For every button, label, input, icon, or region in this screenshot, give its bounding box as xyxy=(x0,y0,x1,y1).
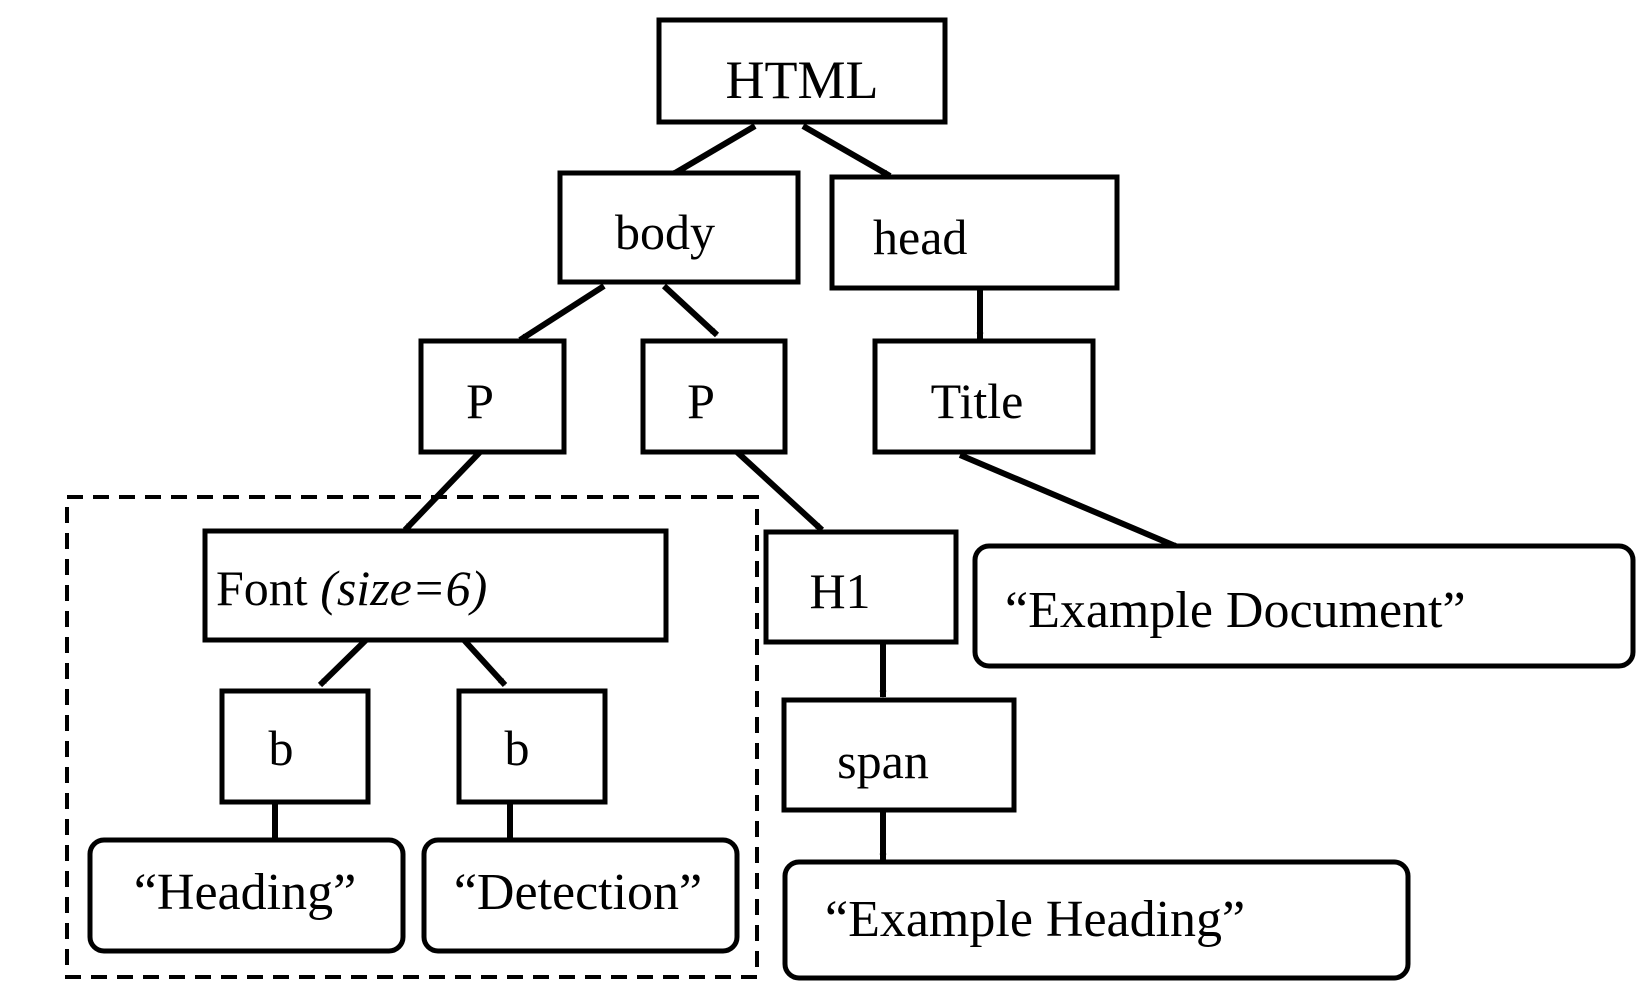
node-head: head xyxy=(829,174,1120,291)
edge-font-b2 xyxy=(461,637,508,688)
node-example-document: “Example Document” xyxy=(972,543,1636,669)
node-body: body xyxy=(557,170,801,285)
node-b-left-label: b xyxy=(269,720,294,776)
node-detection-text-label: “Detection” xyxy=(454,864,702,921)
edge-title-example-document xyxy=(958,452,1182,551)
node-font-label: Font (size=6) xyxy=(216,560,487,616)
node-font: Font (size=6) xyxy=(202,528,669,643)
edge-html-head xyxy=(801,123,892,179)
node-p-left-label: P xyxy=(466,373,494,429)
node-title: Title xyxy=(872,338,1096,455)
node-heading-text-label: “Heading” xyxy=(134,864,356,921)
node-title-label: Title xyxy=(931,373,1024,429)
node-html-label: HTML xyxy=(726,50,879,110)
node-example-document-label: “Example Document” xyxy=(1005,582,1466,639)
node-p-right: P xyxy=(640,338,788,455)
node-span-label: span xyxy=(837,733,929,789)
edge-p2-h1 xyxy=(734,449,825,533)
node-body-label: body xyxy=(615,204,715,260)
node-h1: H1 xyxy=(763,529,959,645)
node-html: HTML xyxy=(656,17,948,125)
edge-body-p1 xyxy=(518,283,606,343)
node-heading-text: “Heading” xyxy=(87,837,406,954)
node-p-left: P xyxy=(418,338,567,455)
node-b-right-label: b xyxy=(505,720,530,776)
node-h1-label: H1 xyxy=(809,563,870,619)
dashed-group-box xyxy=(65,495,759,979)
edge-p1-font xyxy=(402,449,483,533)
edge-html-body xyxy=(668,123,757,179)
node-font-tag: Font xyxy=(216,560,320,616)
node-b-right: b xyxy=(456,688,608,805)
node-font-attr: (size=6) xyxy=(320,560,487,616)
node-b-left: b xyxy=(219,688,371,805)
node-span: span xyxy=(781,697,1017,813)
edge-font-b1 xyxy=(317,637,369,688)
node-example-heading-label: “Example Heading” xyxy=(825,891,1245,948)
node-detection-text: “Detection” xyxy=(421,837,740,954)
node-p-right-label: P xyxy=(687,373,715,429)
node-example-heading: “Example Heading” xyxy=(782,859,1411,981)
node-head-label: head xyxy=(873,209,967,265)
edge-body-p2 xyxy=(661,283,720,338)
